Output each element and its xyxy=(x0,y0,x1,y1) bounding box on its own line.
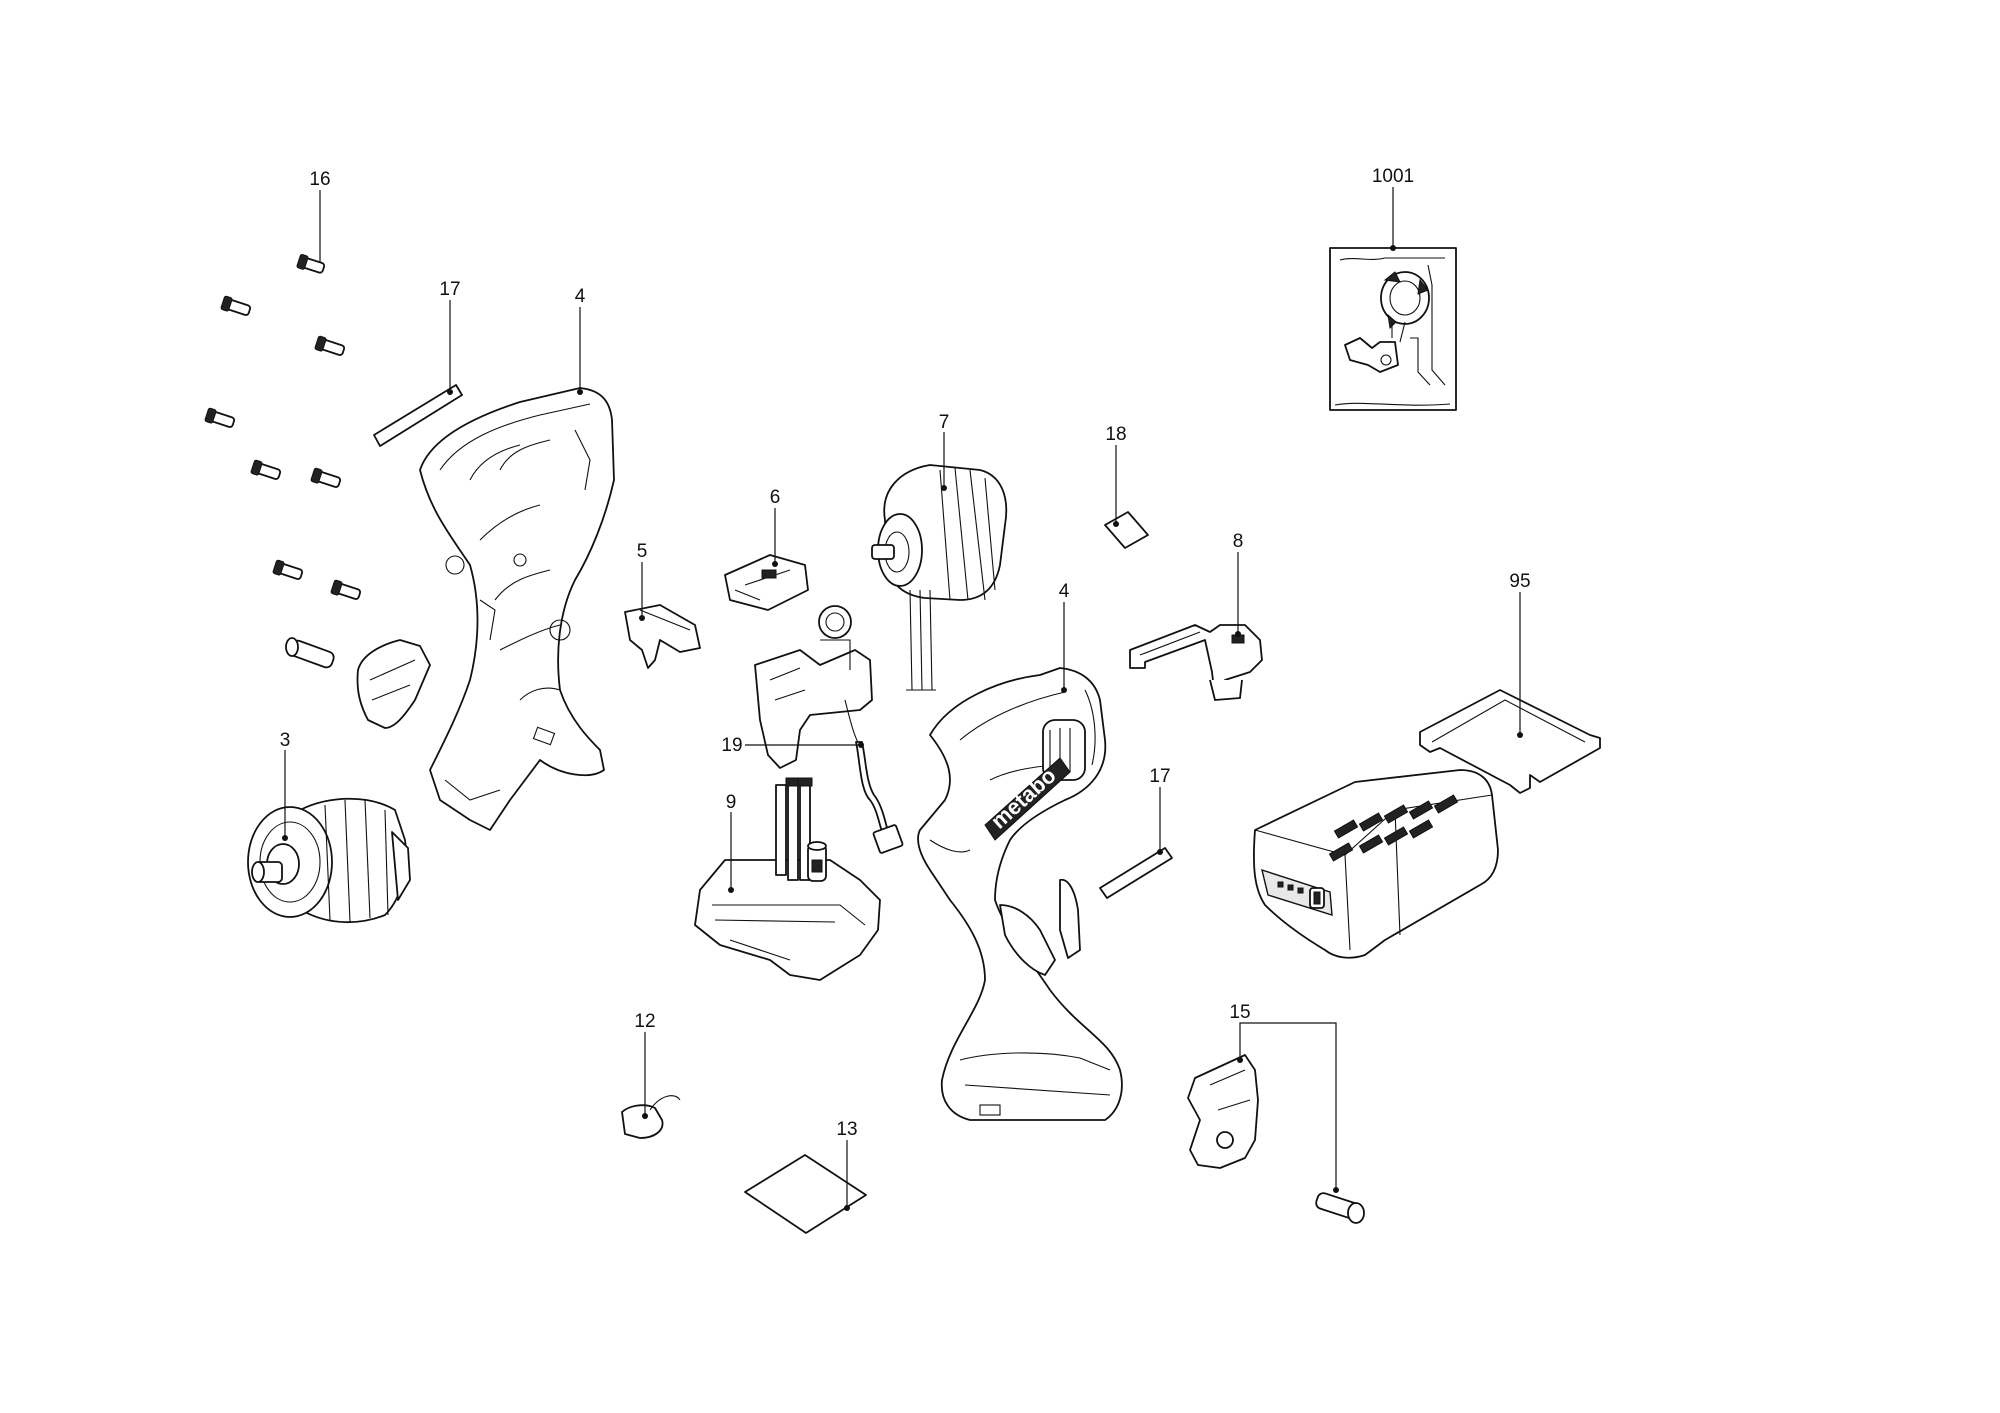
callout-7: 7 xyxy=(939,412,950,433)
callout-19: 19 xyxy=(721,735,742,756)
callout-8: 8 xyxy=(1233,531,1244,552)
schematic-1001 xyxy=(1329,245,1457,411)
callout-17-top: 17 xyxy=(439,279,460,300)
label-strip-17-top xyxy=(373,384,463,447)
callout-4-right: 4 xyxy=(1059,581,1070,602)
switch-rocker-5 xyxy=(624,604,701,669)
callout-6: 6 xyxy=(770,487,781,508)
direction-switch-6 xyxy=(724,554,809,611)
screw xyxy=(272,559,304,580)
callout-16: 16 xyxy=(309,169,330,190)
callout-13: 13 xyxy=(836,1119,857,1140)
callout-5: 5 xyxy=(637,541,648,562)
switch-module-19 xyxy=(754,605,904,854)
screws-16 xyxy=(204,254,362,600)
clip-12 xyxy=(621,1095,681,1139)
callout-95: 95 xyxy=(1509,571,1530,592)
screw xyxy=(204,407,236,428)
screw xyxy=(314,335,346,356)
housing-left-4 xyxy=(419,387,615,831)
callout-15: 15 xyxy=(1229,1002,1250,1023)
gearbox-3 xyxy=(247,797,411,924)
battery-pack xyxy=(1252,769,1499,959)
screw xyxy=(296,254,326,274)
callout-9: 9 xyxy=(726,792,737,813)
callout-17-bottom: 17 xyxy=(1149,766,1170,787)
label-18 xyxy=(1104,511,1149,549)
callout-18: 18 xyxy=(1105,424,1126,445)
screw xyxy=(330,579,362,600)
label-plate-13 xyxy=(744,1154,867,1234)
bit-holder-screw xyxy=(1315,1187,1365,1224)
belt-hook-8 xyxy=(1129,624,1263,701)
pin xyxy=(285,637,335,669)
label-strip-17-bottom xyxy=(1099,847,1173,899)
cover-plate-95 xyxy=(1419,689,1601,794)
bit-holder-15 xyxy=(1187,1054,1259,1169)
callout-1001: 1001 xyxy=(1372,166,1414,187)
motor-7 xyxy=(871,464,1008,691)
callout-4-left: 4 xyxy=(575,286,586,307)
callout-3: 3 xyxy=(280,730,291,751)
clip-bracket xyxy=(356,639,431,729)
electronics-9 xyxy=(694,777,881,981)
screw xyxy=(250,459,282,480)
callout-12: 12 xyxy=(634,1011,655,1032)
housing-right-4: metabo xyxy=(917,667,1123,1121)
screw xyxy=(220,295,252,316)
screw xyxy=(310,467,342,488)
